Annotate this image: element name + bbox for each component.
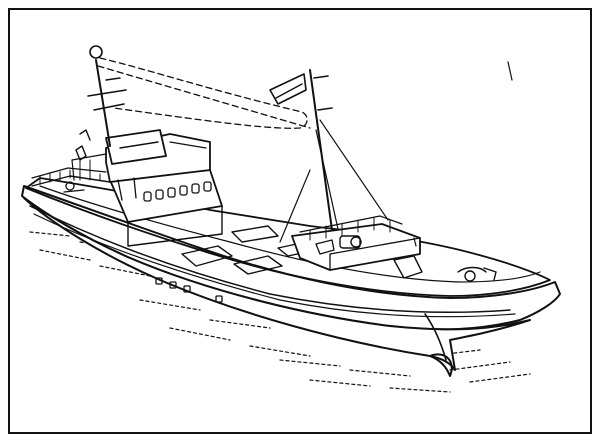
hull bbox=[21, 185, 561, 377]
mast-rigging bbox=[87, 45, 389, 243]
superstructure bbox=[31, 129, 223, 247]
ship-illustration bbox=[21, 45, 561, 393]
image-frame bbox=[8, 8, 592, 434]
forecastle bbox=[291, 215, 497, 282]
smudge bbox=[507, 61, 513, 81]
deck-gear bbox=[63, 129, 91, 193]
